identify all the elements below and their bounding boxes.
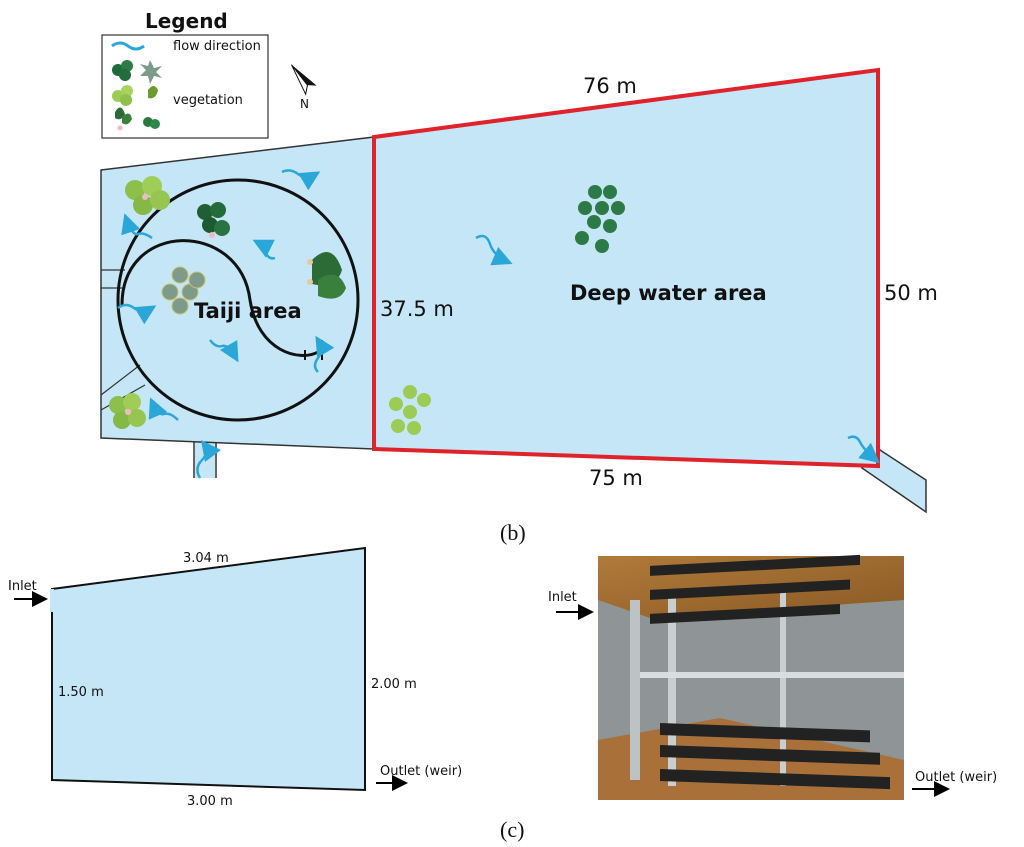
caption-b: (b) [500,520,526,545]
plant-rack-rows [650,554,890,790]
lab-dimension-right: 2.00 m [371,677,417,692]
dimension-bottom: 75 m [589,466,643,490]
svg-text:N: N [300,97,309,111]
dimension-top: 76 m [583,74,637,98]
lab-dimension-top: 3.04 m [183,551,229,566]
dimension-left: 37.5 m [380,297,454,321]
legend: Legend flow direction vegetation [101,9,269,139]
site-plan: Taiji area Deep water area 76 m 75 m 37.… [100,67,938,545]
flow-arrow-icon [252,239,276,260]
legend-title: Legend [145,9,228,33]
flow-arrow-icon [847,435,880,464]
photo-outlet-label: Outlet (weir) [915,770,997,785]
deep-water-area-label: Deep water area [570,281,767,305]
legend-flow-label: flow direction [173,39,261,54]
photo-inlet-label: Inlet [548,590,577,605]
caption-c: (c) [500,817,524,842]
dimension-right: 50 m [884,281,938,305]
flume-outline [51,546,366,792]
lab-dimension-left: 1.50 m [58,685,104,700]
taiji-s-curve [120,239,319,357]
vegetation-cluster [161,266,206,315]
wave-arrow-icon [111,41,145,51]
flow-arrow-icon [281,169,321,191]
flow-arrow-icon [475,234,513,266]
aquatic-plant-icon [112,60,162,131]
vegetation-cluster [575,185,625,253]
flow-arrow-icon [121,213,153,240]
flume-photo: Inlet Outlet (weir) [548,554,997,800]
lab-flume-diagram: Inlet Outlet (weir) 3.04 m 3.00 m 1.50 m… [8,546,524,842]
deep-water-area [372,67,880,469]
vegetation-cluster [109,393,146,429]
lab-inlet-label: Inlet [8,579,37,594]
taiji-area-label: Taiji area [194,299,302,323]
lab-outlet-label: Outlet (weir) [380,764,462,779]
legend-vegetation-label: vegetation [173,93,243,108]
north-arrow-icon: N [291,64,317,111]
flow-arrow-icon [313,335,335,373]
flow-arrows [117,169,880,479]
flow-arrow-icon [148,397,179,421]
flow-arrow-icon [117,303,157,325]
flow-arrow-icon [209,339,239,363]
vegetation-cluster [389,385,431,435]
lab-dimension-bottom: 3.00 m [187,794,233,809]
flow-arrow-icon [196,439,221,479]
vegetation-cluster [307,252,346,299]
vegetation-cluster [197,202,230,238]
vegetation-cluster [125,176,170,215]
